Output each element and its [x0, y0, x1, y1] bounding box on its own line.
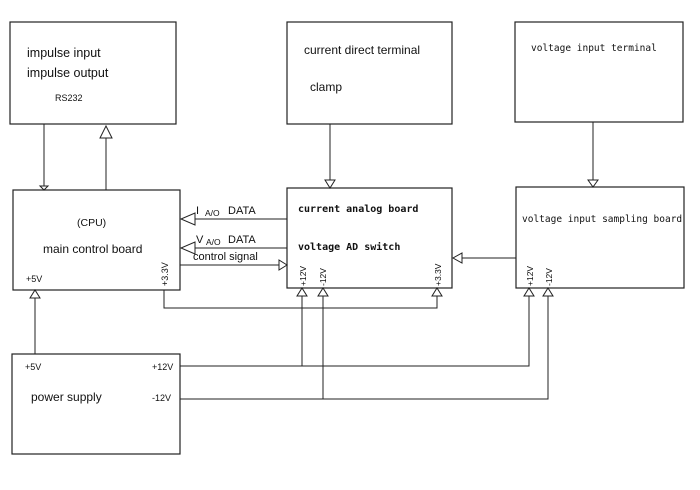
i-data-letter: I — [196, 205, 199, 217]
analog-board-block — [286, 187, 453, 289]
io-block — [9, 21, 177, 125]
v-data-label: V A/O DATA — [196, 234, 256, 247]
impulse-input-label: impulse input — [27, 46, 101, 60]
main-control-board-block — [12, 189, 181, 291]
current-terminal-block — [286, 21, 453, 125]
current-terminal-label: current direct terminal — [304, 43, 420, 57]
arrowhead-io-to-main — [38, 185, 50, 191]
arrowhead-sampling-n12 — [542, 287, 554, 297]
arrowhead-analog-p12 — [296, 287, 308, 297]
rs232-label: RS232 — [55, 93, 83, 103]
arrowhead-v-data — [179, 241, 196, 255]
arrowhead-main-to-io — [99, 124, 113, 139]
arrowhead-sampling-to-analog — [451, 252, 463, 264]
arrowhead-main-5v — [29, 289, 41, 299]
v-data-letter: V — [196, 234, 204, 246]
voltage-terminal-label: voltage input terminal — [531, 43, 657, 54]
analog-p12-pin-label: +12V — [298, 266, 308, 286]
bus-n12-wire — [180, 296, 549, 400]
power-supply-label: power supply — [31, 390, 102, 404]
arrowhead-current-terminal — [324, 179, 336, 189]
main-3v3-pin-label: +3.3V — [160, 262, 170, 286]
i-data-word: DATA — [228, 205, 256, 217]
sampling-p12-pin-label: +12V — [525, 266, 535, 286]
arrowhead-voltage-terminal — [587, 179, 599, 188]
power-5v-pin-label: +5V — [25, 362, 41, 372]
impulse-output-label: impulse output — [27, 66, 109, 80]
main-control-board-label: main control board — [43, 242, 142, 256]
arrowhead-sampling-p12 — [523, 287, 535, 297]
v-data-subscript: A/O — [206, 237, 221, 247]
analog-n12-pin-label: -12V — [318, 268, 328, 286]
power-supply-block — [11, 353, 181, 455]
clamp-label: clamp — [310, 80, 342, 94]
arrowhead-analog-n12 — [317, 287, 329, 297]
bus-3v3-wire — [163, 290, 438, 309]
cpu-label: (CPU) — [77, 217, 106, 229]
arrowhead-control-signal — [278, 259, 288, 271]
bus-p12-wire — [180, 296, 530, 367]
i-data-subscript: A/O — [205, 208, 220, 218]
current-analog-board-label: current analog board — [298, 204, 418, 215]
voltage-terminal-block — [514, 21, 684, 123]
main-5v-pin-label: +5V — [26, 274, 42, 284]
analog-3v3-pin-label: +3.3V — [433, 263, 443, 286]
control-signal-label: control signal — [193, 251, 258, 263]
power-p12-pin-label: +12V — [152, 362, 173, 372]
arrowhead-i-data — [179, 212, 196, 226]
voltage-ad-switch-label: voltage AD switch — [298, 241, 400, 253]
voltage-sampling-label: voltage input sampling board — [522, 214, 682, 225]
i-data-label: I A/O DATA — [196, 205, 256, 218]
arrowhead-analog-3v3 — [431, 287, 443, 297]
sampling-n12-pin-label: -12V — [544, 268, 554, 286]
power-n12-pin-label: -12V — [152, 393, 171, 403]
v-data-word: DATA — [228, 234, 256, 246]
voltage-sampling-block — [515, 186, 685, 289]
